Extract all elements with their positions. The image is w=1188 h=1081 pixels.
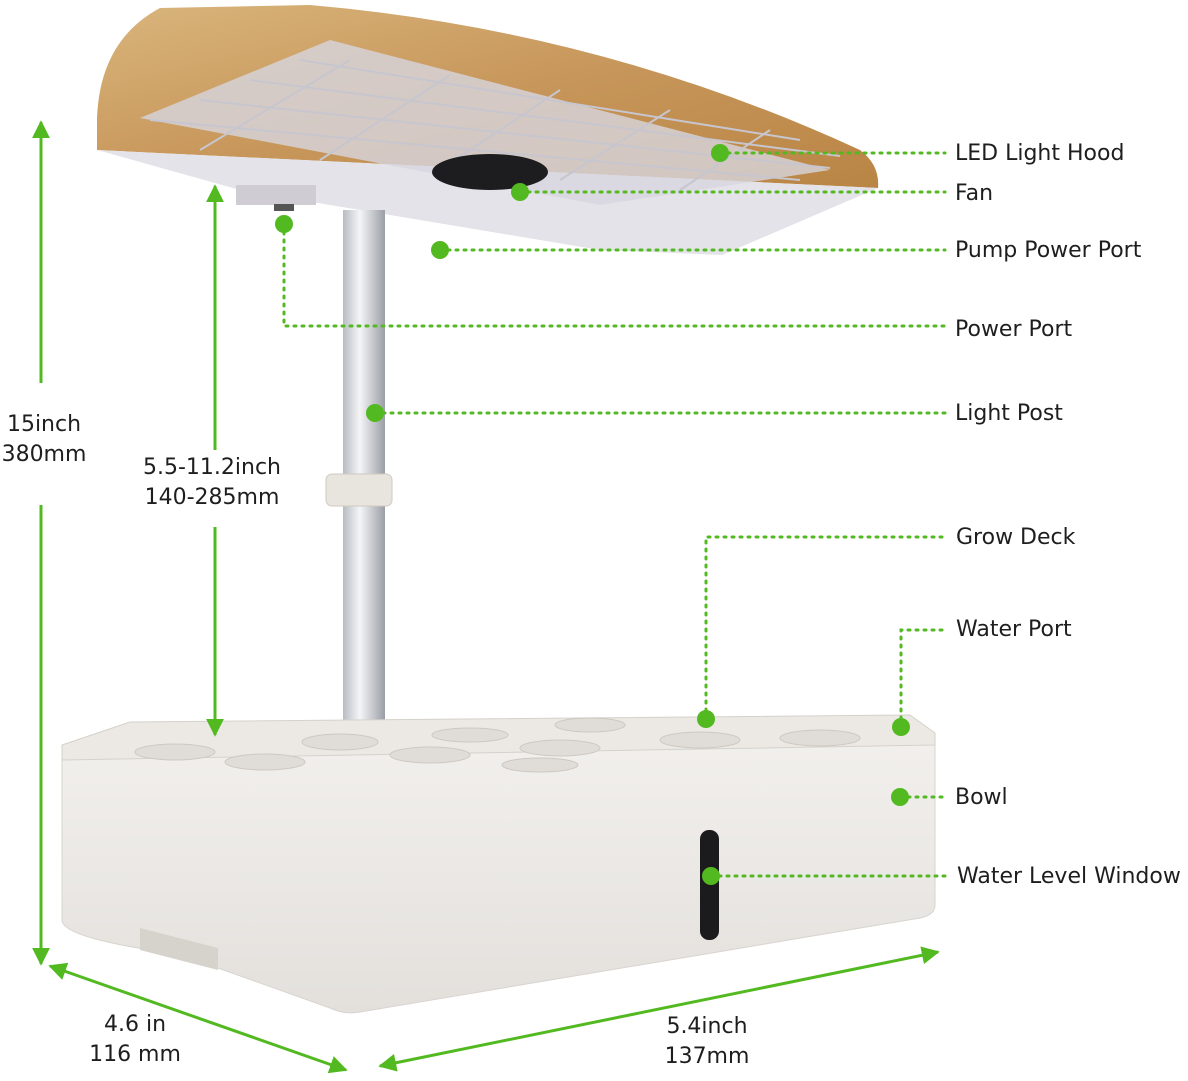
- dimension-line1: 5.4inch: [666, 1014, 748, 1039]
- callout-bowl: Bowl: [955, 785, 1008, 810]
- dimension-depth: 4.6 in 116 mm: [89, 1010, 181, 1070]
- callout-pump-power-port: Pump Power Port: [955, 238, 1142, 263]
- bowl: [61, 714, 936, 1014]
- callout-dots: [275, 144, 910, 885]
- dimension-line1: 15inch: [6, 412, 82, 437]
- dimension-line2: 137mm: [664, 1044, 750, 1069]
- dimension-line1: 4.6 in: [103, 1012, 167, 1037]
- callout-lines: [282, 151, 947, 878]
- callout-water-level-window: Water Level Window: [957, 864, 1181, 889]
- dimension-line2: 380mm: [1, 442, 87, 467]
- callout-grow-deck: Grow Deck: [956, 525, 1076, 550]
- fan-icon: [432, 154, 548, 190]
- water-level-window: [700, 830, 719, 940]
- dimension-width: 5.4inch 137mm: [665, 1012, 750, 1072]
- dimension-line1: 5.5-11.2inch: [142, 455, 282, 480]
- dimension-arrows: [32, 120, 940, 1074]
- callout-water-port: Water Port: [956, 617, 1072, 642]
- light-post: [325, 210, 393, 730]
- callout-power-port: Power Port: [955, 317, 1073, 342]
- dimension-line2: 140-285mm: [144, 485, 280, 510]
- callout-fan: Fan: [955, 181, 994, 206]
- dimension-post-height: 5.5-11.2inch 140-285mm: [143, 453, 281, 513]
- dimension-line2: 116 mm: [89, 1042, 181, 1067]
- callout-led-light-hood: LED Light Hood: [955, 141, 1125, 166]
- dimension-total-height: 15inch 380mm: [2, 410, 87, 470]
- callout-light-post: Light Post: [955, 401, 1063, 426]
